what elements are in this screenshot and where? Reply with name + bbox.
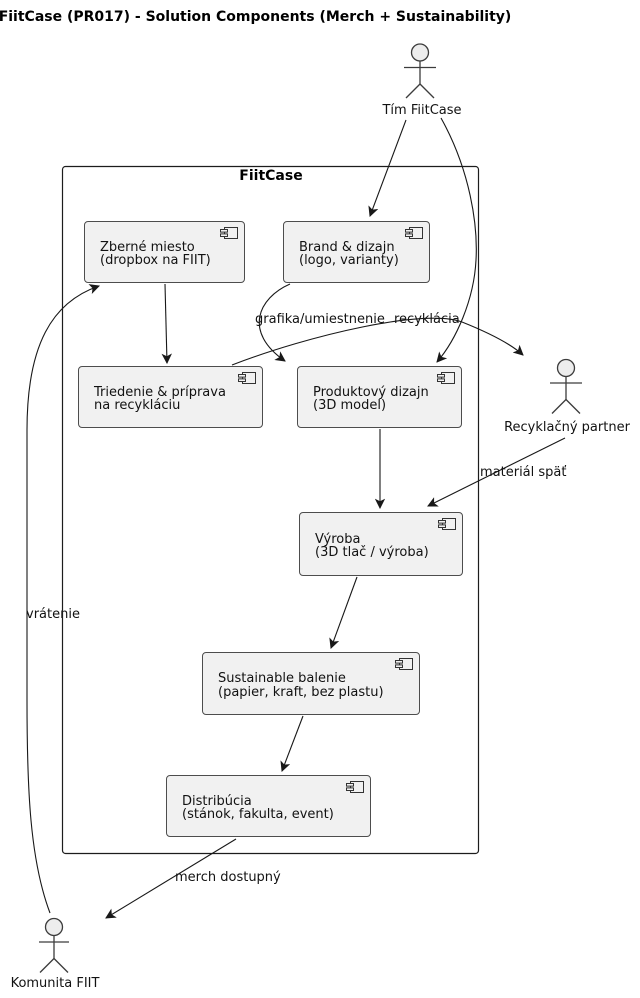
actor-komunita-fiit-icon [39,917,69,973]
component-sublabel: na recykláciu [94,398,181,413]
edge-zberne-to-triedenie [161,283,172,365]
component-icon [395,658,413,670]
component-icon [346,781,364,793]
actor-tim-fiitcase-icon [404,43,436,99]
edge-label-merch-dostupny: merch dostupný [175,870,281,885]
component-produktovy-dizajn: Produktový dizajn (3D model) [297,366,462,428]
component-sublabel: (papier, kraft, bez plastu) [218,684,384,700]
component-zberne-miesto: Zberné miesto (dropbox na FIIT) [84,221,245,283]
component-sublabel: (3D model) [313,398,387,413]
component-label: Sustainable balenie [218,671,346,686]
component-icon [405,227,423,239]
actor-label-tim-fiitcase: Tím FiitCase [382,103,462,118]
component-distribucia: Distribúcia (stánok, fakulta, event) [166,775,371,837]
component-label: Zberné miesto [100,239,195,255]
component-icon [437,372,455,384]
edge-label-recyklacia: recyklácia [394,312,460,327]
component-label: Výroba [315,531,361,547]
component-brand-dizajn: Brand & dizajn (logo, varianty) [283,221,430,283]
component-label: Produktový dizajn [313,384,429,400]
component-triedenie: Triedenie & príprava na recykláciu [78,366,263,428]
diagram-title: FiitCase (PR017) - Solution Components (… [0,9,512,25]
edge-label-material-spat: materiál späť [480,465,567,480]
component-icon [438,518,456,530]
component-icon [220,227,238,239]
actor-label-komunita-fiit: Komunita FIIT [10,976,100,991]
actor-recyklacny-partner-icon [550,358,582,414]
component-sublabel: (stánok, fakulta, event) [182,807,334,822]
component-sublabel: (dropbox na FIIT) [100,253,211,268]
component-sustainable-balenie: Sustainable balenie (papier, kraft, bez … [202,652,420,715]
component-sublabel: (3D tlač / výroba) [315,545,429,560]
component-vyroba: Výroba (3D tlač / výroba) [299,512,463,576]
component-label: Distribúcia [182,793,252,809]
actor-label-recyklacny-partner: Recyklačný partner [504,420,630,435]
edge-sustainable-to-distribucia [280,715,304,772]
edge-label-vratenie: vrátenie [26,607,80,622]
edge-vyroba-to-sustainable [329,576,358,649]
component-label: Triedenie & príprava [94,384,226,400]
frame-title: FiitCase [239,168,303,184]
component-sublabel: (logo, varianty) [299,253,399,268]
edge-tim-to-brand [368,119,407,217]
edge-label-grafika-umiestnenie: grafika/umiestnenie [255,312,385,327]
component-label: Brand & dizajn [299,239,395,255]
component-icon [238,372,256,384]
